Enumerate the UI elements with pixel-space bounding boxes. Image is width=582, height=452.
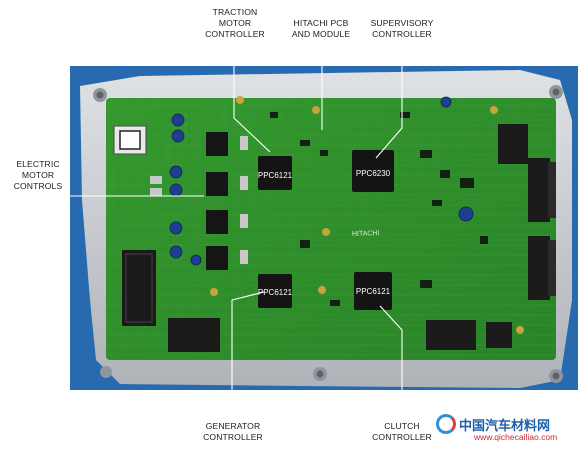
chip-traction-label: PPC6121 [258, 171, 293, 180]
watermark-logo-icon [436, 414, 456, 434]
watermark-title: 中国汽车材料网 [459, 419, 551, 434]
chip-traction: PPC6121 [258, 156, 293, 190]
chip-generator: PPC6121 [258, 274, 293, 308]
chip-generator-label: PPC6121 [258, 288, 293, 297]
callout-lines [60, 40, 403, 408]
callout-electric-motor-controls: ELECTRIC MOTOR CONTROLS [13, 159, 63, 191]
callout-traction-motor-controller: TRACTION MOTOR CONTROLLER [205, 7, 265, 39]
callout-clutch-controller: CLUTCH CONTROLLER [372, 421, 432, 442]
chip-supervisory-label: PPC6230 [356, 169, 391, 178]
chip-clutch-label: PPC6121 [356, 287, 391, 296]
callout-supervisory-controller: SUPERVISORY CONTROLLER [370, 18, 434, 39]
chip-clutch: PPC6121 [354, 272, 392, 310]
callout-generator-controller: GENERATOR CONTROLLER [203, 421, 263, 442]
chip-supervisory: PPC6230 [352, 150, 394, 192]
board-marking: HITACHI [352, 230, 380, 238]
callout-hitachi-pcb: HITACHI PCB AND MODULE [291, 18, 351, 39]
watermark-url: www.qichecailiao.com [474, 432, 558, 442]
